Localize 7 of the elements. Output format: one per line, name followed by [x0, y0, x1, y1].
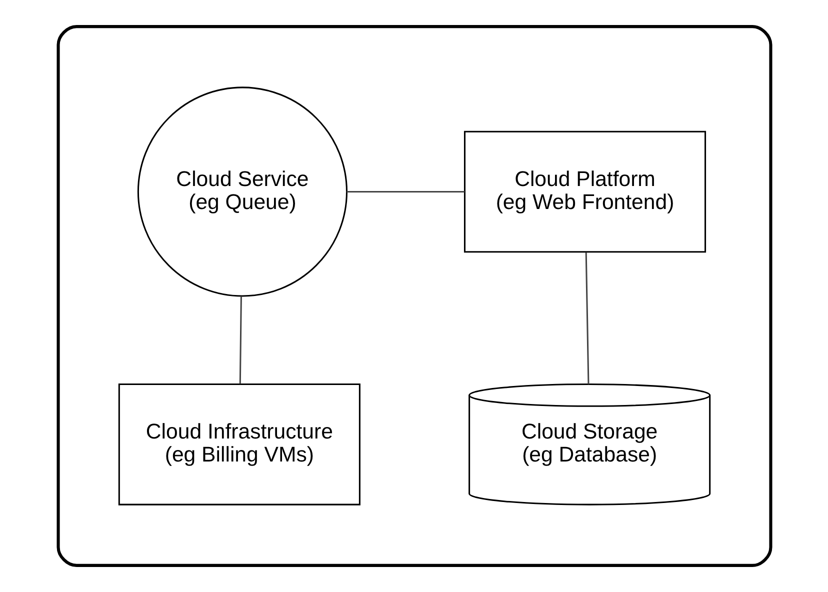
- connector: [238, 296, 242, 384]
- node-box: Cloud Platform (eg Web Frontend): [463, 130, 706, 253]
- node-box: Cloud Infrastructure (eg Billing VMs): [118, 384, 360, 506]
- connector: [346, 190, 464, 192]
- connector: [584, 252, 589, 384]
- cluster: [56, 25, 772, 567]
- node-circle: Cloud Service (eg Queue): [136, 86, 348, 297]
